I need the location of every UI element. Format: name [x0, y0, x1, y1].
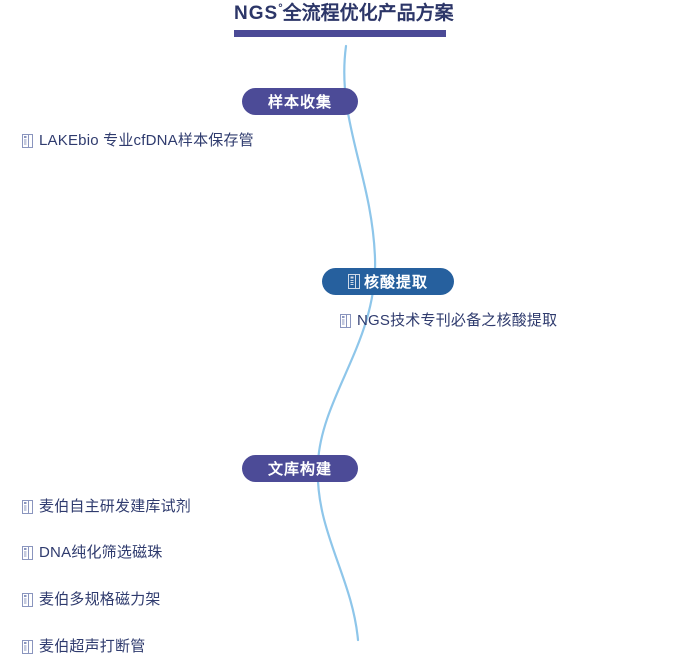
list-item[interactable]: NGS技术专刊必备之核酸提取 [340, 311, 557, 331]
page-title-superscript: ° [278, 2, 283, 15]
page-title-block: NGS°全流程优化产品方案 [234, 1, 454, 37]
list-item[interactable]: DNA纯化筛选磁珠 [22, 543, 162, 563]
broken-image-icon [22, 546, 33, 560]
list-item[interactable]: 麦伯多规格磁力架 [22, 590, 161, 610]
page-title: NGS°全流程优化产品方案 [234, 1, 454, 27]
stage-badge-label: 核酸提取 [363, 274, 428, 291]
list-item-label: LAKEbio 专业cfDNA样本保存管 [39, 132, 254, 149]
broken-image-icon [22, 134, 33, 148]
list-item-label: 麦伯多规格磁力架 [39, 591, 161, 608]
page-title-prefix: NGS [234, 3, 279, 24]
list-item-label: 麦伯自主研发建库试剂 [39, 498, 192, 515]
broken-image-icon [340, 314, 351, 328]
stage-badge-label: 文库构建 [267, 461, 332, 478]
stage-badge-label: 样本收集 [267, 94, 332, 111]
list-item-label: 麦伯超声打断管 [39, 638, 146, 655]
stage-badge-nucleic-acid-extraction[interactable]: 核酸提取 [322, 268, 454, 295]
broken-image-icon [347, 274, 360, 289]
broken-image-icon [22, 500, 33, 514]
stage-badge-sample-collection[interactable]: 样本收集 [242, 88, 358, 115]
broken-image-icon [22, 640, 33, 654]
page-title-main: 全流程优化产品方案 [282, 3, 454, 24]
list-item[interactable]: LAKEbio 专业cfDNA样本保存管 [22, 131, 254, 151]
list-item-label: DNA纯化筛选磁珠 [39, 544, 163, 561]
title-underline-rule [234, 30, 446, 37]
list-item-label: NGS技术专刊必备之核酸提取 [357, 312, 558, 329]
list-item[interactable]: 麦伯自主研发建库试剂 [22, 497, 191, 517]
stage-badge-library-construction[interactable]: 文库构建 [242, 455, 358, 482]
list-item[interactable]: 麦伯超声打断管 [22, 637, 145, 657]
broken-image-icon [22, 593, 33, 607]
